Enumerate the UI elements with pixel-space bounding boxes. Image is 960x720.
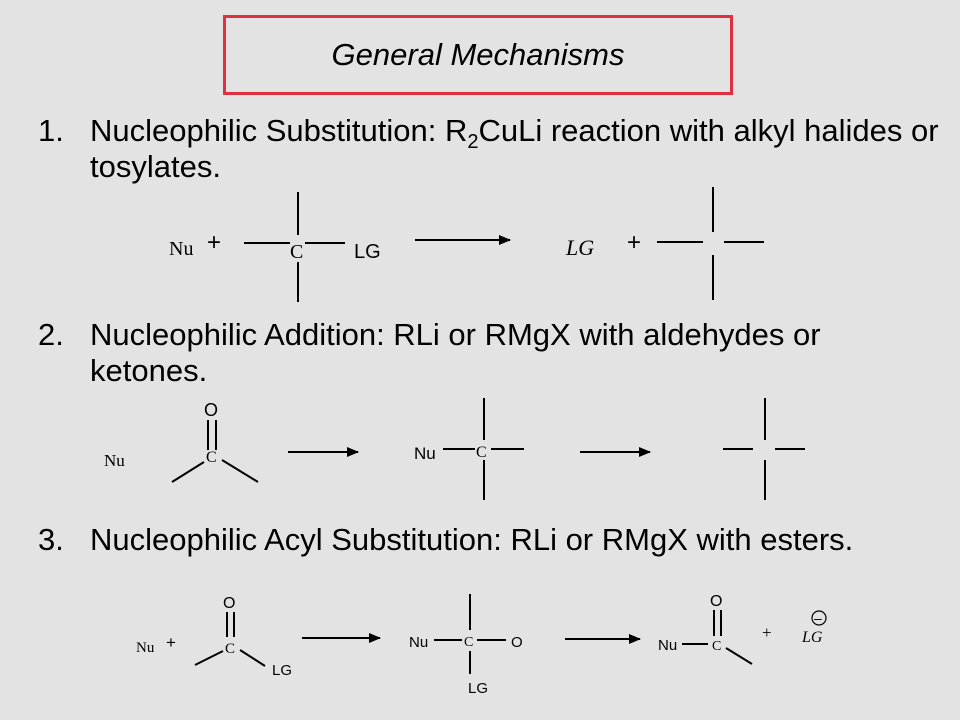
carbon-intermediate: C — [464, 635, 473, 650]
item-text: Nucleophilic Addition: RLi or RMgX with … — [90, 317, 821, 388]
item-number: 1. — [38, 113, 64, 148]
item-number: 2. — [38, 317, 64, 352]
plus-sign: + — [207, 229, 221, 256]
page-title: General Mechanisms — [331, 37, 625, 72]
leaving-group-label: LG — [272, 662, 292, 679]
nucleophile-label: Nu — [136, 640, 155, 656]
leaving-group-product: LG — [801, 629, 823, 646]
nucleophile-label: Nu — [169, 238, 193, 260]
oxygen-intermediate: O — [511, 634, 523, 651]
item-text-part: CuLi reaction with alkyl halides or tosy… — [90, 113, 939, 184]
scheme-acyl-substitution: Nu + O C LG Nu C O LG O Nu C + – LG — [136, 593, 827, 697]
scheme-substitution: Nu + C LG LG + — [169, 187, 764, 302]
negative-charge-icon — [811, 610, 827, 626]
carbon-label: C — [290, 241, 303, 263]
subscript: 2 — [467, 131, 479, 153]
plus-sign: + — [627, 229, 641, 256]
nucleophile-intermediate: Nu — [414, 444, 436, 463]
leaving-group-intermediate: LG — [468, 680, 488, 697]
plus-sign: + — [762, 623, 772, 642]
oxygen-label: O — [223, 595, 235, 612]
item-text: Nucleophilic Acyl Substitution: RLi or R… — [90, 522, 854, 557]
bond-line — [194, 650, 224, 666]
minus-charge-label: – — [814, 610, 822, 626]
carbon-label: C — [225, 641, 235, 657]
nucleophile-product: Nu — [658, 637, 677, 654]
leaving-group-label: LG — [354, 241, 381, 263]
item-number: 3. — [38, 522, 64, 557]
bond-line — [221, 459, 259, 483]
title-box: General Mechanisms — [223, 15, 733, 95]
nucleophile-label: Nu — [104, 451, 125, 470]
bond-line — [171, 461, 205, 483]
leaving-group-product: LG — [565, 235, 594, 260]
oxygen-label: O — [204, 400, 218, 420]
oxygen-product: O — [710, 593, 722, 610]
item-text-part: Nucleophilic Substitution: R — [90, 113, 468, 148]
carbon-label: C — [206, 449, 217, 466]
scheme-addition: O Nu C Nu C — [104, 398, 805, 500]
bond-line — [239, 649, 266, 667]
nucleophile-intermediate: Nu — [409, 634, 428, 651]
plus-sign: + — [166, 633, 176, 652]
bond-line — [725, 647, 753, 665]
carbon-product: C — [712, 639, 721, 654]
item-text: Nucleophilic Substitution: R2CuLi reacti… — [90, 113, 940, 185]
carbon-intermediate: C — [476, 444, 487, 461]
